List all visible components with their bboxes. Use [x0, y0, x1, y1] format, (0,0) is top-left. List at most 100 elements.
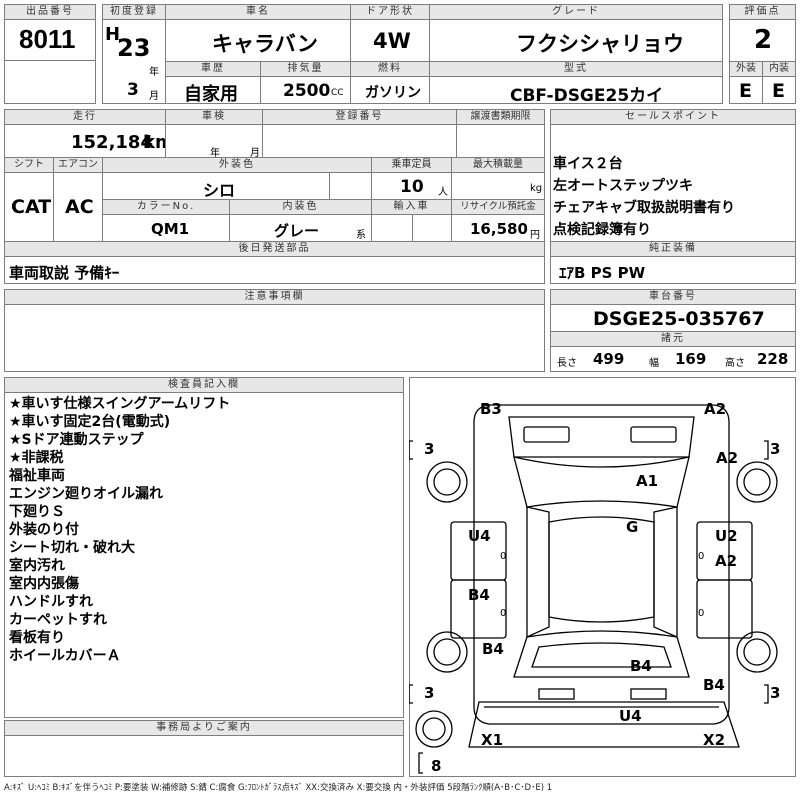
inspector-line: 看板有り — [9, 630, 65, 646]
score: 2 — [754, 25, 773, 55]
inspector-line: 福祉車両 — [9, 468, 65, 484]
rear-light-left — [538, 688, 575, 700]
mark-zero-ll: 0 — [500, 608, 507, 619]
int-color: グレー — [274, 222, 320, 240]
genuine-equipment: ｴｱB PS PW — [559, 264, 646, 282]
mark-spare: 8 — [431, 757, 442, 775]
transfer-cell — [456, 124, 545, 158]
center-body — [526, 506, 550, 639]
mark-zero-lu: 0 — [500, 551, 507, 562]
color-no-header: カラーNo. — [102, 199, 230, 215]
exterior-grade: E — [739, 80, 752, 102]
displacement-header: 排気量 — [260, 61, 351, 77]
notes-cell — [4, 304, 545, 372]
height-label: 高さ — [725, 358, 745, 369]
inspection-header: 車検 — [165, 109, 263, 125]
bracket-tr — [764, 440, 769, 460]
mark-tire-fr: 3 — [770, 440, 781, 458]
mark-x1: X1 — [481, 731, 504, 749]
era: H — [105, 24, 121, 45]
ext-color-cell: シロ — [102, 172, 330, 200]
int-color-cell: グレー 系 — [229, 214, 372, 242]
inspector-line: ★非課税 — [9, 450, 64, 466]
specs-cell: 長さ 499 幅 169 高さ 228 — [550, 346, 796, 372]
door-right-rear — [696, 579, 753, 639]
tire-rear-left-inner — [433, 638, 461, 666]
recycle: 16,580 — [470, 220, 528, 238]
width: 169 — [675, 350, 707, 368]
roof-front — [513, 456, 690, 508]
lot-no-header: 出品番号 — [4, 4, 96, 20]
bracket-tl — [409, 440, 413, 460]
first-reg-cell: H 23 年 3 月 — [102, 19, 166, 104]
recycle-unit: 円 — [530, 230, 540, 241]
inspector-line: 下廻りＳ — [9, 504, 65, 520]
exterior-header: 外装 — [729, 61, 763, 77]
genuine-cell: ｴｱB PS PW — [550, 256, 796, 284]
length-label: 長さ — [557, 358, 577, 369]
ext-color: シロ — [203, 181, 236, 200]
bracket-br — [764, 684, 769, 704]
grade-cell: フクシシャリョウ — [429, 19, 723, 62]
later-parts-cell: 車両取説 予備ｷｰ — [4, 256, 545, 284]
grade: フクシシャリョウ — [516, 32, 684, 56]
aircon: AC — [65, 196, 94, 218]
month: 3 — [127, 80, 139, 100]
int-color-header: 内装色 — [229, 199, 372, 215]
notes-header: 注意事項欄 — [4, 289, 545, 305]
int-color-unit: 系 — [356, 230, 366, 241]
tire-front-right-inner — [743, 468, 771, 496]
shift-header: シフト — [4, 157, 54, 173]
max-load-unit: kg — [530, 183, 543, 194]
max-load-cell: kg — [451, 172, 545, 200]
model-header: 型式 — [429, 61, 723, 77]
door: 4W — [373, 29, 411, 53]
inspection-year-unit: 年 — [210, 148, 220, 159]
inspector-line: 外装のり付 — [9, 522, 79, 538]
tire-rear-right-inner — [743, 638, 771, 666]
sales-points-header: セールスポイント — [550, 109, 796, 125]
reg-no-cell — [262, 124, 457, 158]
fuel: ガソリン — [365, 85, 421, 101]
interior-cell: E — [762, 76, 796, 104]
car-damage-diagram — [409, 404, 778, 774]
bottom-outline — [468, 701, 740, 748]
year: 23 — [117, 34, 151, 62]
office-cell — [4, 735, 404, 777]
mark-zero-rl: 0 — [698, 608, 705, 619]
later-parts: 車両取説 予備ｷｰ — [9, 264, 120, 282]
score-header: 評価点 — [729, 4, 796, 20]
inspector-header: 検査員記入欄 — [4, 377, 404, 393]
inspection-month-unit: 月 — [250, 148, 260, 159]
inspection-cell: 年 月 — [165, 124, 263, 159]
inspector-line: ★Sドア連動ステップ — [9, 432, 144, 448]
roof-center — [548, 516, 655, 623]
color-no: QM1 — [151, 220, 190, 238]
first-reg-header: 初度登録 — [102, 4, 166, 20]
import-cell-a — [371, 214, 413, 242]
history: 自家用 — [184, 84, 238, 105]
mark-zero-ru: 0 — [698, 551, 705, 562]
mark-tire-fl: 3 — [424, 440, 435, 458]
body-outline — [473, 404, 730, 725]
car-name-cell: キャラバン — [165, 19, 351, 62]
interior-grade: E — [772, 80, 785, 102]
sales-point-2: 左オートステップツキ — [553, 178, 693, 194]
capacity: 10 — [400, 177, 424, 197]
inspector-line: 室内汚れ — [9, 558, 65, 574]
chassis-header: 車台番号 — [550, 289, 796, 305]
sales-point-1: 車イス２台 — [553, 156, 623, 172]
sales-points-cell: 車イス２台 左オートステップツキ チェアキャブ取扱説明書有り 点検記録簿有り — [550, 124, 796, 242]
mileage-cell: 152,184 km — [4, 124, 174, 158]
sales-points-list: 車イス２台 左オートステップツキ チェアキャブ取扱説明書有り 点検記録簿有り — [553, 153, 735, 241]
spare-tire — [415, 710, 453, 748]
shift: CAT — [11, 196, 52, 218]
door-cell: 4W — [350, 19, 430, 62]
front-vent-left — [523, 426, 570, 443]
inspector-lines: ★車いす仕様スイングアームリフト ★車いす固定2台(電動式) ★Sドア連動ステッ… — [9, 395, 230, 665]
inspector-line: ★車いす固定2台(電動式) — [9, 414, 171, 430]
transfer-header: 譲渡書類期限 — [456, 109, 545, 125]
max-load-header: 最大積載量 — [451, 157, 545, 173]
displacement: 2500 — [283, 81, 331, 101]
car-name-header: 車名 — [165, 4, 351, 20]
